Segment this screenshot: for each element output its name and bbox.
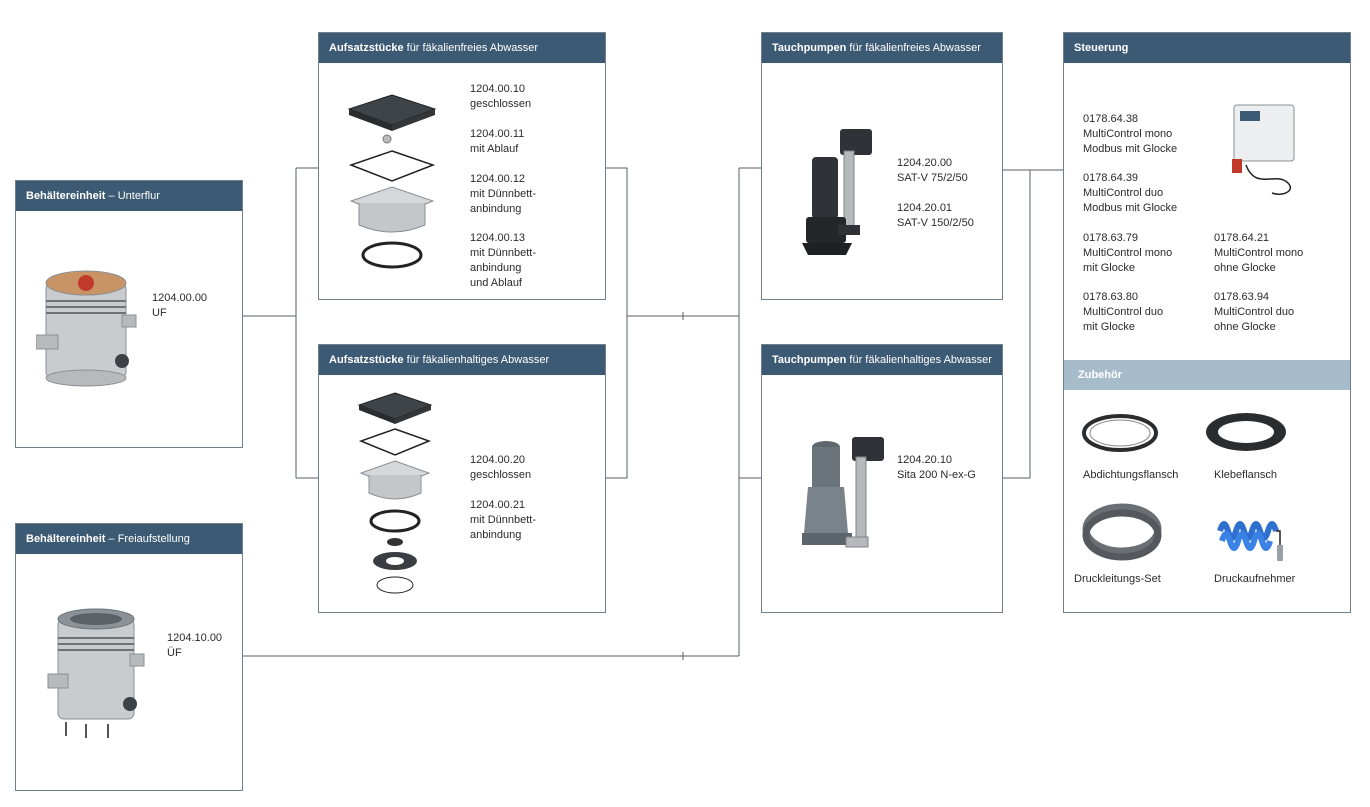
druckaufnehmer-image [1217, 521, 1283, 561]
steuerung-item-0: 0178.64.38 MultiControl mono Modbus mit … [1083, 113, 1178, 155]
steuerung-item-5: 0178.63.94 MultiControl duo ohne Glocke [1214, 291, 1295, 333]
aufsatz-haltig-exploded-image [357, 392, 433, 594]
unterflur-header: Behältereinheit – Unterflur [16, 181, 242, 211]
steuerung-item-4: 0178.63.80 MultiControl duo mit Glocke [1083, 291, 1164, 333]
pumpen-frei-item-0: 1204.20.00 SAT-V 75/2/50 [897, 157, 968, 184]
zubehoer-item-1-label: Klebeflansch [1214, 469, 1277, 481]
zubehoer-item-2-label: Druckleitungs-Set [1074, 573, 1161, 585]
tank-freiaufstellung-image [47, 608, 145, 738]
pumpen-haltig-box: Tauchpumpen für fäkalienhaltiges Abwasse… [761, 344, 1003, 613]
aufsatz-frei-item-0: 1204.00.10 geschlossen [470, 83, 532, 110]
aufsatz-haltig-header: Aufsatzstücke für fäkalienhaltiges Abwas… [319, 345, 605, 375]
pumpen-frei-item-1: 1204.20.01 SAT-V 150/2/50 [897, 202, 974, 229]
steuerung-item-1: 0178.64.39 MultiControl duo Modbus mit G… [1083, 172, 1178, 214]
pump-sita-image [802, 437, 884, 548]
aufsatz-haltig-item-1: 1204.00.21 mit Dünnbett- anbindung [470, 499, 537, 541]
aufsatz-frei-exploded-image [347, 94, 437, 269]
pump-sat-v-image [802, 129, 872, 255]
unterflur-desc: UF [152, 307, 167, 319]
pumpen-frei-box: Tauchpumpen für fäkalienfreies Abwasser … [761, 32, 1003, 300]
druckleitungs-set-image [1082, 503, 1162, 561]
unterflur-code: 1204.00.00 [152, 292, 208, 304]
pumpen-haltig-item-0: 1204.20.10 Sita 200 N-ex-G [897, 454, 976, 481]
steuerung-item-3: 0178.64.21 MultiControl mono ohne Glocke [1214, 232, 1304, 274]
tank-unterflur-image [36, 270, 137, 387]
freiaufstellung-box: Behältereinheit – Freiaufstellung 1204.1… [15, 523, 243, 791]
abdichtungsflansch-image [1082, 414, 1158, 452]
aufsatz-frei-item-1: 1204.00.11 mit Ablauf [470, 128, 525, 155]
steuerung-box: Steuerung 0178.64.38 MultiControl mono M… [1063, 32, 1351, 613]
aufsatz-frei-item-3: 1204.00.13 mit Dünnbett- anbindung und A… [470, 232, 537, 289]
klebeflansch-image [1206, 413, 1286, 451]
zubehoer-header: Zubehör [1064, 360, 1350, 390]
zubehoer-item-0-label: Abdichtungsflansch [1083, 469, 1179, 481]
aufsatz-frei-box: Aufsatzstücke für fäkalienfreies Abwasse… [318, 32, 606, 300]
aufsatz-haltig-box: Aufsatzstücke für fäkalienhaltiges Abwas… [318, 344, 606, 613]
steuerung-item-2: 0178.63.79 MultiControl mono mit Glocke [1083, 232, 1173, 274]
unterflur-box: Behältereinheit – Unterflur 1204.00.00 U… [15, 180, 243, 448]
aufsatz-frei-header: Aufsatzstücke für fäkalienfreies Abwasse… [319, 33, 605, 63]
pumpen-haltig-header: Tauchpumpen für fäkalienhaltiges Abwasse… [762, 345, 1002, 375]
freiaufstellung-desc: ÜF [167, 647, 182, 659]
freiaufstellung-code: 1204.10.00 [167, 632, 223, 644]
control-unit-image [1232, 104, 1295, 195]
freiaufstellung-header: Behältereinheit – Freiaufstellung [16, 524, 242, 554]
zubehoer-item-3-label: Druckaufnehmer [1214, 573, 1296, 585]
aufsatz-haltig-item-0: 1204.00.20 geschlossen [470, 454, 532, 481]
pumpen-frei-header: Tauchpumpen für fäkalienfreies Abwasser [762, 33, 1002, 63]
aufsatz-frei-item-2: 1204.00.12 mit Dünnbett- anbindung [470, 173, 537, 215]
steuerung-header: Steuerung [1064, 33, 1350, 63]
